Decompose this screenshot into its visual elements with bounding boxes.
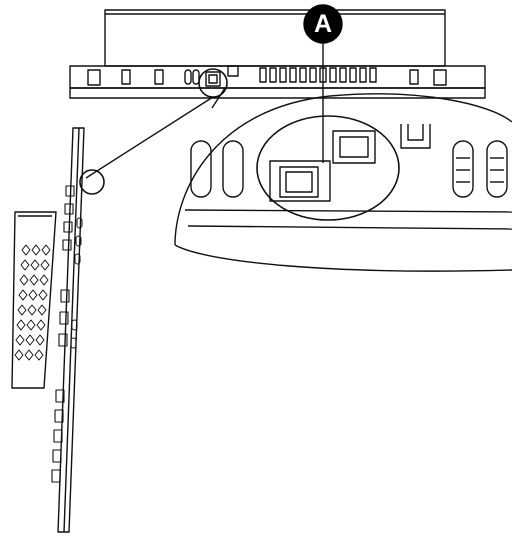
top-bezel [69, 65, 486, 89]
side-view [11, 127, 105, 533]
vent-icon [190, 140, 212, 198]
side-detail-circle [79, 169, 105, 195]
usb-port-small-1 [205, 71, 221, 87]
highlight-ellipse [256, 115, 400, 221]
latch [400, 124, 431, 149]
detail-lens [174, 93, 512, 246]
side-vent-grid [14, 244, 51, 361]
callout-circle-icon [303, 4, 343, 44]
usb-port-small-2 [227, 65, 239, 77]
top-housing [104, 9, 446, 67]
callout-a [303, 4, 343, 163]
usb-port-icon [269, 160, 331, 202]
top-connectors [259, 67, 377, 83]
usb-port-secondary [332, 130, 376, 164]
side-panel-vents [70, 217, 83, 349]
side-connectors [51, 185, 75, 483]
top-view [69, 9, 486, 99]
detail-view [85, 87, 512, 272]
side-housing [11, 211, 57, 389]
side-panel [57, 127, 85, 533]
right-vents [452, 140, 508, 198]
top-vents [184, 69, 200, 85]
